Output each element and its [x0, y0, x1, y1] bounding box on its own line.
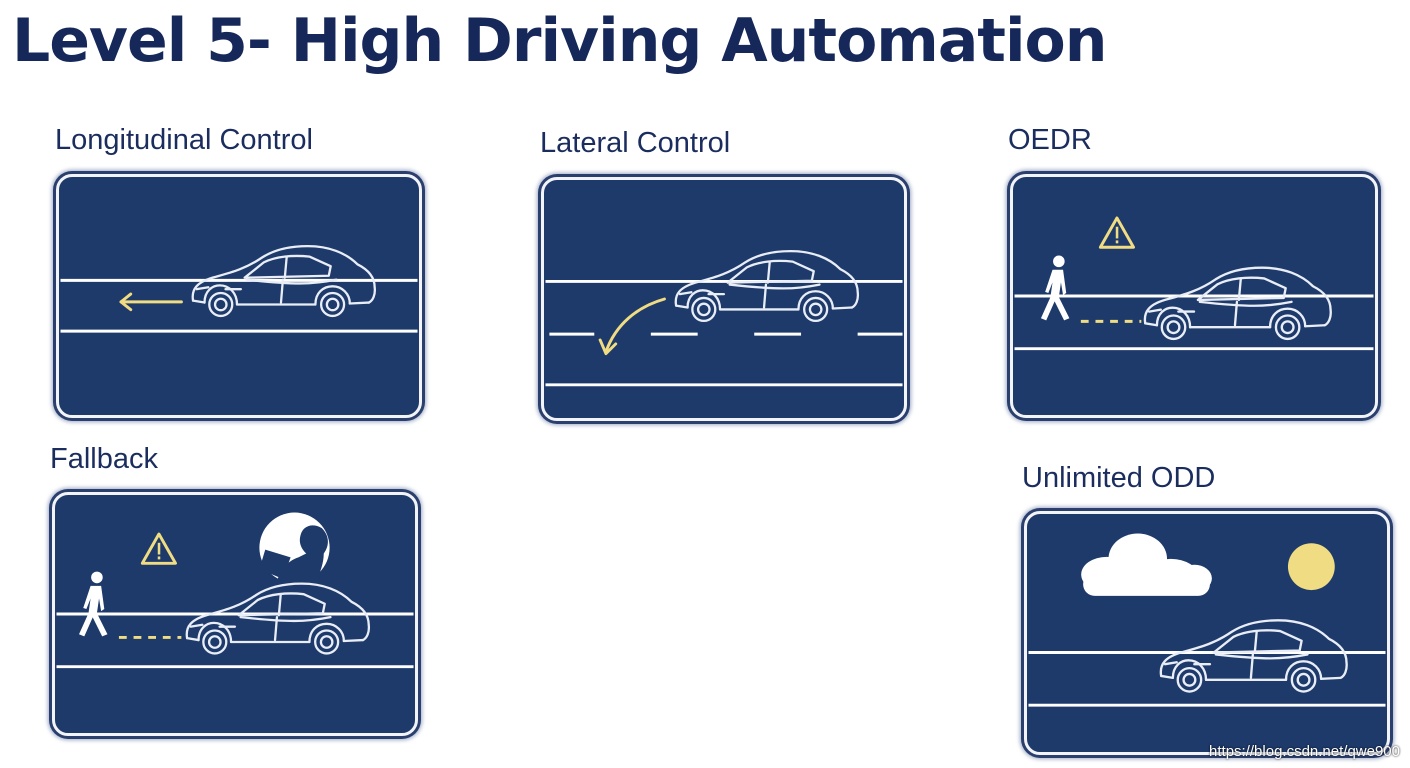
cloud-icon	[1081, 533, 1212, 596]
car-icon	[185, 582, 371, 655]
panel-odd	[1024, 511, 1390, 755]
watermark: https://blog.csdn.net/qwe900	[1209, 743, 1400, 760]
pedestrian-icon	[79, 571, 108, 637]
panel-label-longitudinal: Longitudinal Control	[55, 124, 313, 156]
sun-icon	[1287, 543, 1335, 591]
lateral-illustration	[545, 249, 903, 387]
pedestrian-icon	[1040, 255, 1070, 321]
oedr-illustration	[1014, 216, 1374, 351]
panel-label-odd: Unlimited ODD	[1022, 462, 1216, 494]
longitudinal-illustration	[60, 245, 418, 333]
panel-longitudinal	[56, 174, 422, 418]
panel-oedr	[1010, 174, 1378, 418]
car-icon	[1159, 619, 1348, 693]
warning-icon	[140, 532, 177, 565]
panel-label-fallback: Fallback	[50, 443, 158, 475]
slide-title: Level 5- High Driving Automation	[12, 6, 1107, 76]
panel-label-oedr: OEDR	[1008, 124, 1092, 156]
curved-arrow-icon	[598, 297, 666, 356]
panel-fallback	[52, 492, 418, 736]
driver-reading-icon	[259, 512, 330, 583]
panel-label-lateral: Lateral Control	[540, 127, 731, 159]
car-icon	[1143, 266, 1332, 341]
car-icon	[674, 249, 860, 323]
warning-icon	[1098, 216, 1135, 249]
arrow-left-icon	[119, 292, 183, 312]
fallback-illustration	[56, 512, 414, 669]
panel-lateral	[541, 177, 907, 421]
odd-illustration	[1028, 533, 1386, 707]
